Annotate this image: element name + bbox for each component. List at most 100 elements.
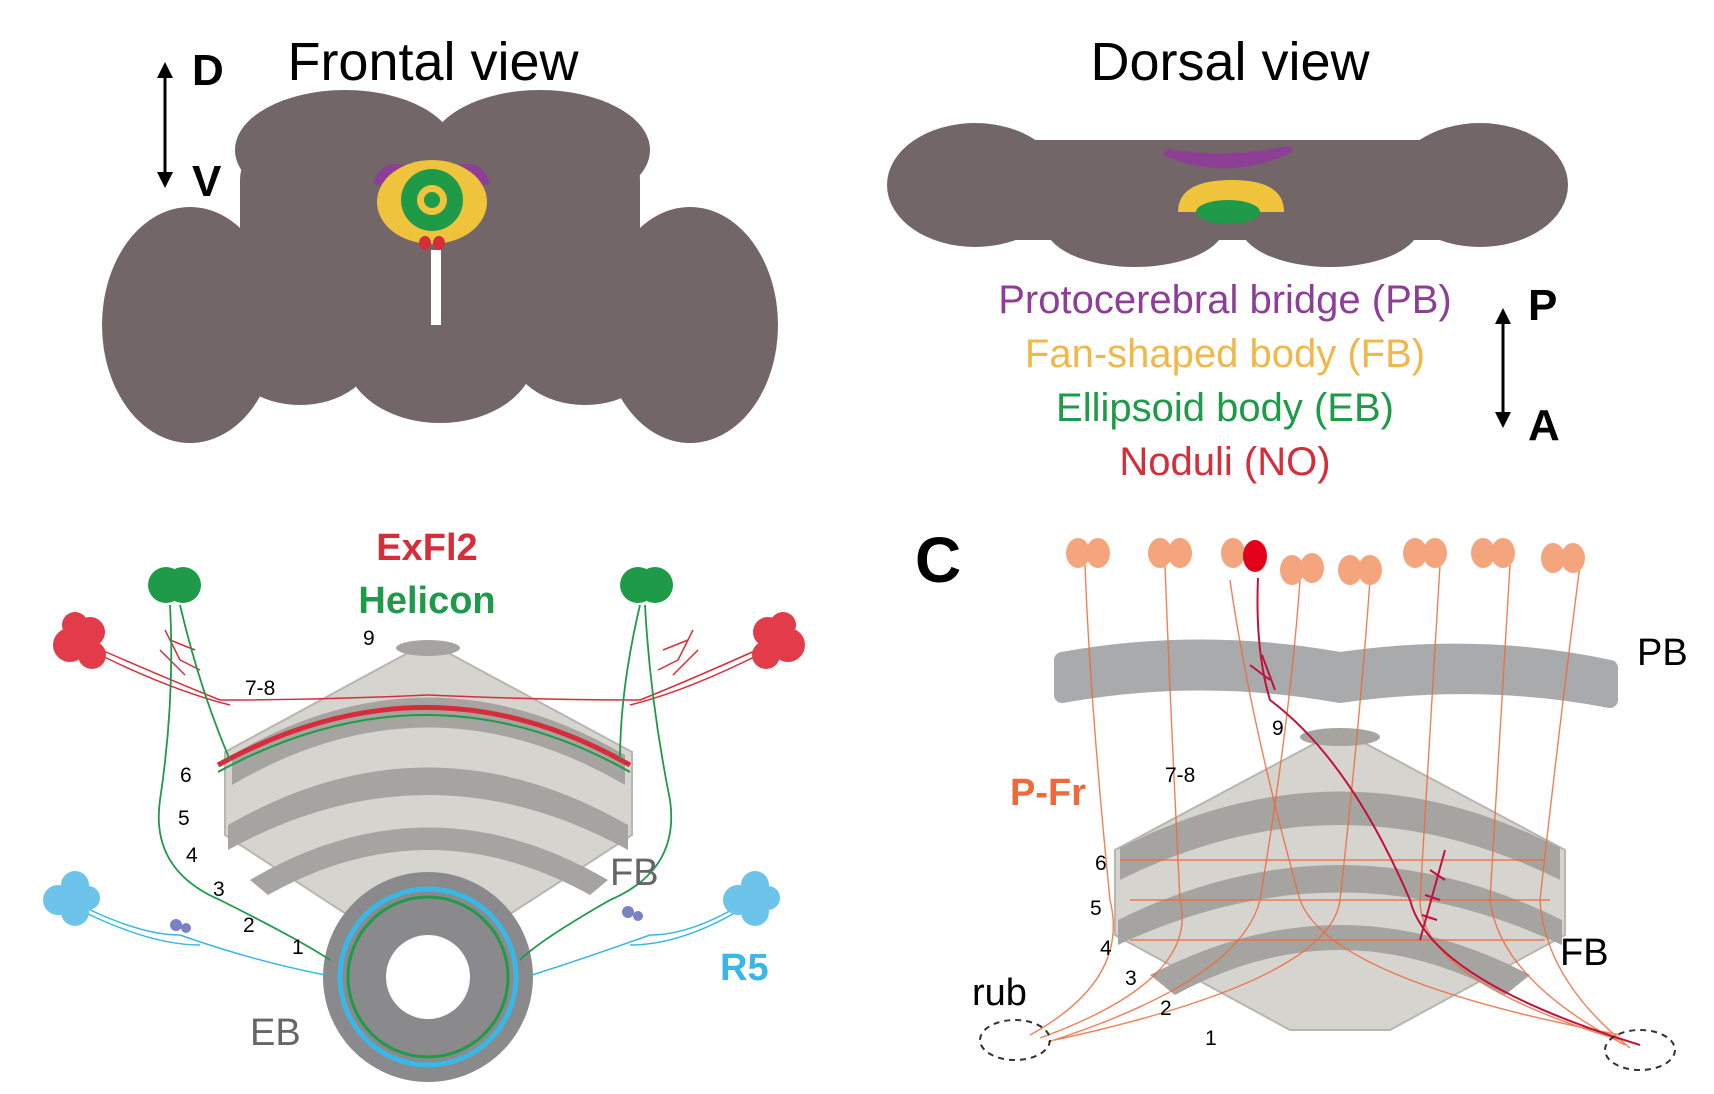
helicon-neurons [157, 604, 673, 961]
rub-left-target [979, 1019, 1051, 1061]
helicon-soma-right [620, 567, 673, 603]
right-optic-lobe [602, 207, 778, 443]
r5-right-tract [531, 904, 741, 976]
dorsal-view-title: Dorsal view [1090, 32, 1370, 92]
exfl2-left-tract-2 [89, 649, 231, 706]
c-layer-label-4: 4 [1100, 937, 1112, 960]
dv-axis: D V [157, 46, 224, 206]
c-layer-label-5: 5 [1090, 897, 1102, 920]
frontal-no-right [433, 236, 445, 250]
layer-label-3: 3 [213, 878, 225, 901]
region-legend: Protocerebral bridge (PB) Fan-shaped body… [998, 278, 1452, 484]
left-bridge-tissue [250, 270, 370, 350]
pa-axis: P A [1495, 281, 1560, 450]
gene-label-exfl2: ExFl2 [376, 527, 477, 569]
panel-c-fb-top-cap [1300, 728, 1380, 746]
r5-label: R5 [720, 947, 769, 989]
eb-lumen [386, 935, 470, 1019]
helicon-left-tract [179, 604, 231, 761]
rub-right-target [1604, 1029, 1676, 1071]
highlighted-neuron-tract [1256, 577, 1641, 1046]
layer-label-9: 9 [363, 627, 375, 650]
panel-c-fan-shaped-body [1114, 728, 1566, 1031]
right-bridge-tissue [510, 270, 630, 350]
panel-b-eb-label: EB [250, 1012, 301, 1054]
panel-c-rub-label: rub [972, 972, 1027, 1014]
c-layer-label-2: 2 [1160, 997, 1172, 1020]
exfl2-right-tract-2 [629, 649, 769, 706]
left-optic-lobe [102, 207, 278, 443]
r5-soma-right [723, 871, 780, 926]
r5-glomeruli [170, 906, 643, 933]
helicon-left-loop [157, 604, 331, 961]
dorsal-right-posterior [1240, 183, 1420, 267]
panel-c-letter: C [915, 524, 961, 596]
exfl2-left-tract [89, 644, 429, 701]
panel-c-fb-label: FB [1560, 932, 1609, 974]
panel-c-fb-band-a [1120, 791, 1560, 880]
c-layer-label-3: 3 [1125, 967, 1137, 990]
frontal-central-complex [373, 160, 490, 250]
eb-r5-ring [337, 886, 519, 1068]
highlighted-neuron-branches [1249, 654, 1446, 941]
dorsal-brain [887, 123, 1568, 267]
frontal-view-panel: Frontal view D V [102, 32, 778, 443]
layer-label-2: 2 [243, 914, 255, 937]
legend-item-0: Protocerebral bridge (PB) [998, 278, 1452, 322]
panel-b-ellipsoid-body [323, 872, 533, 1082]
c-layer-label-7-8: 7-8 [1165, 764, 1195, 787]
dv-axis-arrow-up [157, 62, 173, 78]
exfl2-soma-left [53, 612, 106, 669]
panel-c-fb-band-b [1118, 865, 1562, 945]
legend-item-1: Fan-shaped body (FB) [1025, 332, 1425, 376]
panel-b-fb-label: FB [610, 852, 659, 894]
p-fr-somata [1066, 538, 1585, 585]
r5-left-tract-2 [79, 909, 201, 946]
exfl2-layer6-arbor [216, 705, 632, 768]
panel-b-exfl2-helicon: ExFl2 Helicon [43, 527, 805, 1082]
legend-item-3: Noduli (NO) [1119, 440, 1330, 484]
esophagus-gap [431, 250, 441, 325]
layer-label-1: 1 [292, 936, 304, 959]
helicon-soma-left [148, 567, 201, 603]
frontal-brain [102, 90, 778, 443]
pa-axis-arrow-down [1495, 412, 1511, 428]
dorsal-pb [1164, 146, 1292, 169]
c-layer-label-1: 1 [1205, 1027, 1217, 1050]
panel-c-pb-label: PB [1637, 632, 1688, 674]
panel-c-p-fr: C [915, 524, 1688, 1071]
fb-top-cap [396, 640, 460, 656]
eb-helicon-ring [346, 895, 510, 1059]
layer-label-7-8: 7-8 [245, 677, 275, 700]
dv-axis-arrow-down [157, 172, 173, 188]
pa-axis-anterior-label: A [1528, 401, 1560, 450]
frontal-no-left [419, 236, 431, 250]
dv-axis-ventral-label: V [192, 157, 222, 206]
legend-item-2: Ellipsoid body (EB) [1056, 386, 1394, 430]
layer-label-6: 6 [180, 764, 192, 787]
panel-b-layer-numbers: 9 7-8 6 5 4 3 2 1 [178, 627, 375, 959]
exfl2-right-tract [427, 644, 769, 701]
panel-c-neuron-label: P-Fr [1010, 772, 1086, 814]
fb-layer-band-c [250, 827, 608, 895]
dorsal-view-panel: Dorsal view P A Protocerebral bridge (PB… [887, 32, 1568, 484]
helicon-layer6-arbor [217, 714, 631, 773]
p-fr-fibers [1029, 564, 1631, 1049]
c-layer-label-6: 6 [1095, 852, 1107, 875]
layer-label-5: 5 [178, 807, 190, 830]
gene-label-helicon: Helicon [358, 580, 495, 622]
frontal-eb-core [424, 192, 440, 208]
pa-axis-arrow-up [1495, 308, 1511, 324]
dv-axis-dorsal-label: D [192, 46, 224, 95]
frontal-view-title: Frontal view [287, 32, 579, 92]
helicon-right-tract [619, 604, 641, 761]
r5-right-tract-2 [629, 909, 741, 946]
p-fr-highlighted-soma [1243, 540, 1267, 572]
c-layer-label-9: 9 [1272, 717, 1284, 740]
exfl2-right-branches [657, 629, 699, 676]
panel-c-layer-numbers: 9 7-8 6 5 4 3 2 1 [1090, 717, 1284, 1050]
layer-label-4: 4 [186, 844, 198, 867]
exfl2-soma-right [752, 612, 805, 669]
helicon-right-loop [519, 604, 673, 961]
